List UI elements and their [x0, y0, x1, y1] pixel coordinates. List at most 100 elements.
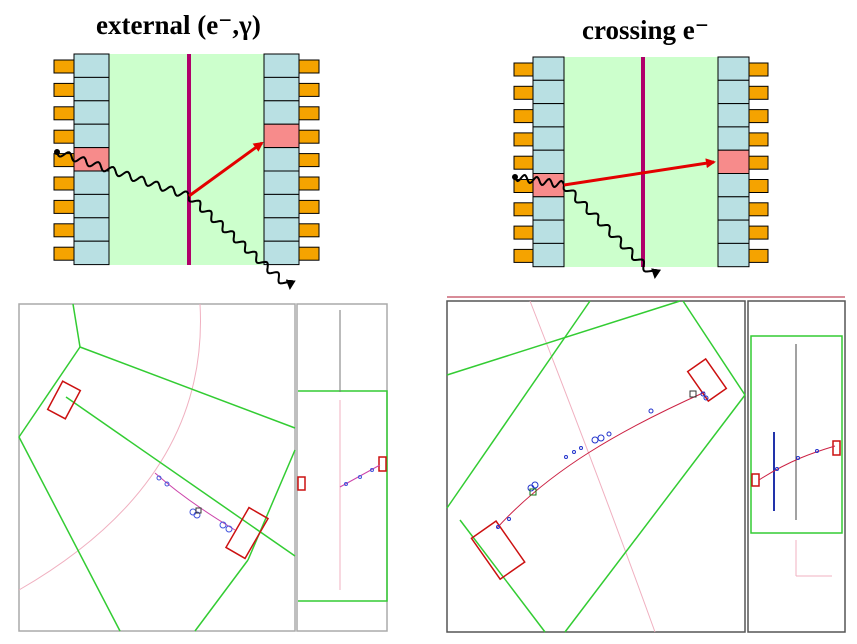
readout-pad	[53, 129, 75, 144]
readout-pad	[298, 129, 320, 144]
calorimeter-cell	[263, 76, 300, 102]
readout-pad	[748, 155, 769, 170]
readout-pad	[513, 85, 534, 100]
calorimeter-cell	[532, 126, 565, 151]
readout-pad	[298, 82, 320, 97]
readout-pad	[513, 202, 534, 217]
calorimeter-cell	[717, 56, 750, 81]
calorimeter-cell	[263, 100, 300, 125]
sector-boundaries	[446, 300, 843, 633]
readout-pad	[298, 59, 320, 74]
calorimeter-cell	[73, 123, 110, 149]
side-view-frame	[296, 303, 388, 632]
readout-pad	[513, 155, 534, 170]
right-pads	[298, 59, 320, 261]
readout-pad	[298, 106, 320, 121]
left-pads	[513, 62, 534, 263]
readout-pad	[53, 246, 75, 261]
calorimeter-cell	[717, 103, 750, 128]
readout-pad	[298, 223, 320, 238]
calorimeter-cell	[532, 149, 565, 174]
cluster-boxes	[470, 357, 841, 581]
cluster-boxes	[46, 380, 387, 560]
calorimeter-cell	[532, 56, 565, 81]
readout-pad	[748, 109, 769, 124]
electron-wavy-track	[514, 173, 565, 189]
readout-pad	[748, 132, 769, 147]
readout-pad	[298, 176, 320, 191]
conversion-arrow	[188, 141, 264, 198]
hit-markers	[156, 468, 374, 533]
circle-arc	[18, 303, 201, 591]
left-calorimeter	[532, 56, 565, 268]
calorimeter-cell	[263, 170, 300, 195]
readout-pad	[53, 199, 75, 214]
readout-pad	[748, 62, 769, 77]
event-display-left	[18, 303, 388, 632]
readout-pad	[513, 109, 534, 124]
entry-point	[512, 174, 518, 180]
calorimeter-cell	[73, 100, 110, 125]
calorimeter-cell	[532, 242, 565, 268]
calorimeter-cell	[73, 193, 110, 219]
calorimeter-cell	[532, 103, 565, 128]
calorimeter-cell	[73, 53, 110, 78]
calorimeter-cell	[73, 76, 110, 102]
calorimeter-cell	[532, 196, 565, 221]
track-fit	[154, 472, 236, 531]
title-crossing-electron: crossing e⁻	[582, 15, 709, 45]
schematic-external	[53, 53, 320, 290]
schematic-crossing	[512, 56, 769, 279]
calorimeter-cell	[717, 79, 750, 105]
readout-pad	[748, 179, 769, 193]
brems-wavy-track	[562, 184, 662, 279]
calorimeter-cell-hit	[263, 123, 300, 149]
readout-pad	[513, 225, 534, 240]
readout-pad	[748, 85, 769, 100]
side-track-fit	[758, 445, 836, 481]
track-fit	[496, 391, 706, 529]
calorimeter-cell	[73, 217, 110, 242]
calorimeter-cell	[263, 217, 300, 242]
calorimeter-cell	[263, 53, 300, 78]
circle-arc	[529, 300, 656, 633]
readout-pad	[53, 223, 75, 238]
calorimeter-cell	[73, 170, 110, 195]
calorimeter-cell	[532, 79, 565, 105]
readout-pad	[53, 59, 75, 74]
left-pads	[53, 59, 75, 261]
readout-pad	[748, 225, 769, 240]
calorimeter-cell	[263, 240, 300, 266]
readout-pad	[513, 62, 534, 77]
crossing-arrow	[563, 158, 716, 187]
readout-pad	[53, 176, 75, 191]
calorimeter-cell	[532, 219, 565, 244]
right-calorimeter	[717, 56, 750, 268]
calorimeter-cell	[717, 196, 750, 221]
calorimeter-cell	[717, 126, 750, 151]
right-pads	[748, 62, 769, 263]
readout-pad	[53, 106, 75, 121]
readout-pad	[298, 199, 320, 214]
main-view-frame	[446, 300, 746, 633]
event-display-right	[446, 296, 846, 633]
entry-point	[54, 149, 60, 155]
calorimeter-cell	[717, 242, 750, 268]
title-external-e-gamma: external (e⁻,γ)	[96, 10, 261, 40]
readout-pad	[748, 202, 769, 217]
calorimeter-cell	[73, 240, 110, 266]
calorimeter-cell	[717, 219, 750, 244]
calorimeter-cell	[717, 173, 750, 198]
readout-pad	[748, 248, 769, 263]
right-calorimeter	[263, 53, 300, 266]
sector-boundaries	[18, 303, 388, 632]
calorimeter-cell-hit	[717, 149, 750, 174]
calorimeter-cell	[263, 147, 300, 172]
hit-markers	[496, 390, 819, 529]
readout-pad	[513, 248, 534, 263]
readout-pad	[298, 246, 320, 261]
calorimeter-cell	[263, 193, 300, 219]
readout-pad	[298, 153, 320, 168]
readout-pad	[513, 132, 534, 147]
